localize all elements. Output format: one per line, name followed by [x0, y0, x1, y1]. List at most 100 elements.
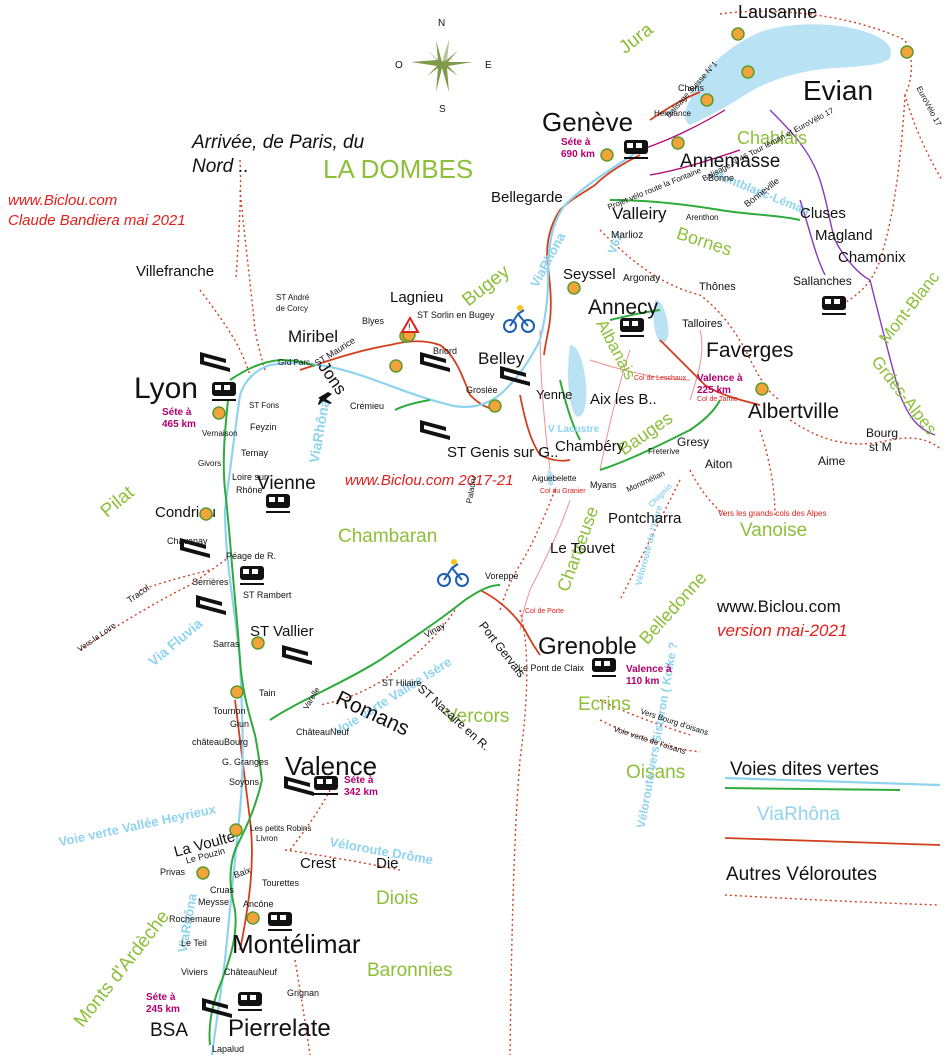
town-briord: Briord [433, 346, 457, 356]
poi-icon [671, 136, 685, 150]
train-icons [212, 140, 846, 1011]
city-aime: Aime [818, 454, 846, 468]
town-hermance: Hermance [654, 109, 691, 118]
compass-north: N [438, 18, 445, 29]
town-ancone: Ancône [243, 899, 274, 909]
green-valence-south [208, 779, 263, 1046]
green-lyon-south [222, 399, 263, 781]
city-grenoble: Grenoble [538, 633, 637, 660]
route-grignan [294, 959, 311, 1056]
legend-green-label: Voies dites vertes [730, 759, 879, 780]
credit-site-top: www.Biclou.com [8, 192, 117, 209]
region-bugey: Bugey [458, 261, 514, 311]
city-valleiry: Valleiry [612, 204, 667, 223]
badge-faverges-1: Valence à [697, 373, 743, 384]
train-icon-sallanches [822, 296, 846, 315]
arrival-note-1: Arrivée, de Paris, du [191, 132, 365, 153]
train-icon-lyon [212, 382, 236, 401]
poi-icon [246, 911, 260, 925]
bed-icon [196, 595, 226, 615]
green-isere-valley [269, 584, 501, 721]
town-aiguebelette: Aiguebelette [532, 474, 577, 483]
label-viarhona-lyon: ViaRhôna [306, 398, 333, 464]
poi-icon [700, 93, 714, 107]
town-chens: Chens [678, 83, 705, 93]
legend: Voies dites vertes ViaRhôna Autres Vélor… [726, 759, 879, 885]
credits: www.Biclou.com Claude Bandiera mai 2021 … [8, 132, 847, 640]
city-vienne: Vienne [257, 473, 316, 494]
town-st-rambert: ST Rambert [243, 590, 292, 600]
label-via-fluvia: Via Fluvia [145, 615, 205, 669]
town-petits-robins: Les petits Robins [250, 824, 311, 833]
city-sallanches: Sallanches [793, 274, 852, 288]
town-st-sorlin: ST Sorlin en Bugey [417, 310, 495, 320]
poi-icon [199, 507, 213, 521]
lake-leman [685, 24, 891, 125]
region-oisans: Oisans [626, 762, 685, 783]
label-chignin: Chignin [647, 482, 674, 509]
city-bourg-st-m-2: st M [869, 440, 892, 454]
city-die: Die [376, 855, 399, 872]
route-bellegarde-faverges [599, 229, 781, 401]
credit-author: Claude Bandiera mai 2021 [8, 212, 186, 229]
train-icon-annecy [620, 318, 644, 337]
arrival-note-2: Nord .. [192, 156, 249, 177]
poi-icon [389, 359, 403, 373]
train-icon-grenoble [592, 658, 616, 677]
route-valence-crest [289, 789, 331, 851]
city-lagnieu: Lagnieu [390, 289, 443, 306]
town-soyons: Soyons [229, 777, 260, 787]
route-leman-north [649, 91, 701, 121]
route-oisans [599, 719, 701, 753]
city-cluses: Cluses [800, 205, 846, 222]
bed-icon [420, 420, 450, 440]
city-pierrelate: Pierrelate [228, 1015, 331, 1042]
compass-east: E [485, 60, 492, 71]
city-chambery: Chambéry [555, 438, 625, 455]
label-col-granier: Col du Granier [540, 488, 586, 495]
town-tain: Tain [259, 688, 276, 698]
bike-icons [437, 305, 535, 587]
bed-icon [500, 366, 530, 386]
credit-site-bottom: www.Biclou.com [716, 597, 841, 616]
town-st-andre-2: de Corcy [276, 304, 308, 313]
badge-lyon-2: 465 km [162, 419, 196, 430]
town-rochemaure: Rochemaure [169, 914, 221, 924]
badge-bsa-1: Séte à [146, 992, 176, 1003]
bed-icon [284, 776, 314, 796]
town-st-hilaire: ST Hilaire [382, 678, 421, 688]
label-col-leschaux: Col de Leschaux [634, 375, 687, 382]
poi-icon [229, 823, 243, 837]
town-feyzin: Feyzin [250, 422, 277, 432]
legend-green-line [724, 787, 901, 791]
route-mont-blanc [831, 94, 906, 311]
magenta-routes [639, 109, 741, 176]
credit-site-center: www.Biclou.com 2017-21 [345, 472, 513, 489]
poi-icon [212, 406, 226, 420]
poi-icon [900, 45, 914, 59]
bike-icon [503, 305, 535, 333]
col-roads [519, 329, 703, 631]
city-lyon: Lyon [134, 372, 198, 405]
route-chartreuse [499, 489, 556, 611]
badge-geneve-2: 690 km [561, 149, 595, 160]
route-annecy-faverges [659, 339, 761, 406]
green-routes [208, 199, 901, 1046]
label-col-tamie: Col de Tamie [697, 396, 738, 403]
city-st-genis: ST Genis sur G.. [447, 444, 558, 461]
dotted-routes [79, 10, 943, 1056]
town-chateaubourg: châteauBourg [192, 737, 248, 747]
bed-icon [282, 645, 312, 665]
route-loire [79, 557, 229, 651]
town-lapalud: Lapalud [212, 1044, 244, 1054]
town-g-granges: G. Granges [222, 757, 269, 767]
train-icon-montelimar [268, 912, 292, 931]
town-tracol: Tracol [125, 583, 151, 605]
route-magland [799, 199, 826, 276]
legend-brown-label: Autres Véloroutes [726, 864, 877, 885]
town-pont-de-claix: Le Pont de Claix [518, 663, 585, 673]
poi-icon [567, 281, 581, 295]
city-belley: Belley [478, 349, 525, 368]
region-ecrins: Ecrins [578, 694, 631, 715]
